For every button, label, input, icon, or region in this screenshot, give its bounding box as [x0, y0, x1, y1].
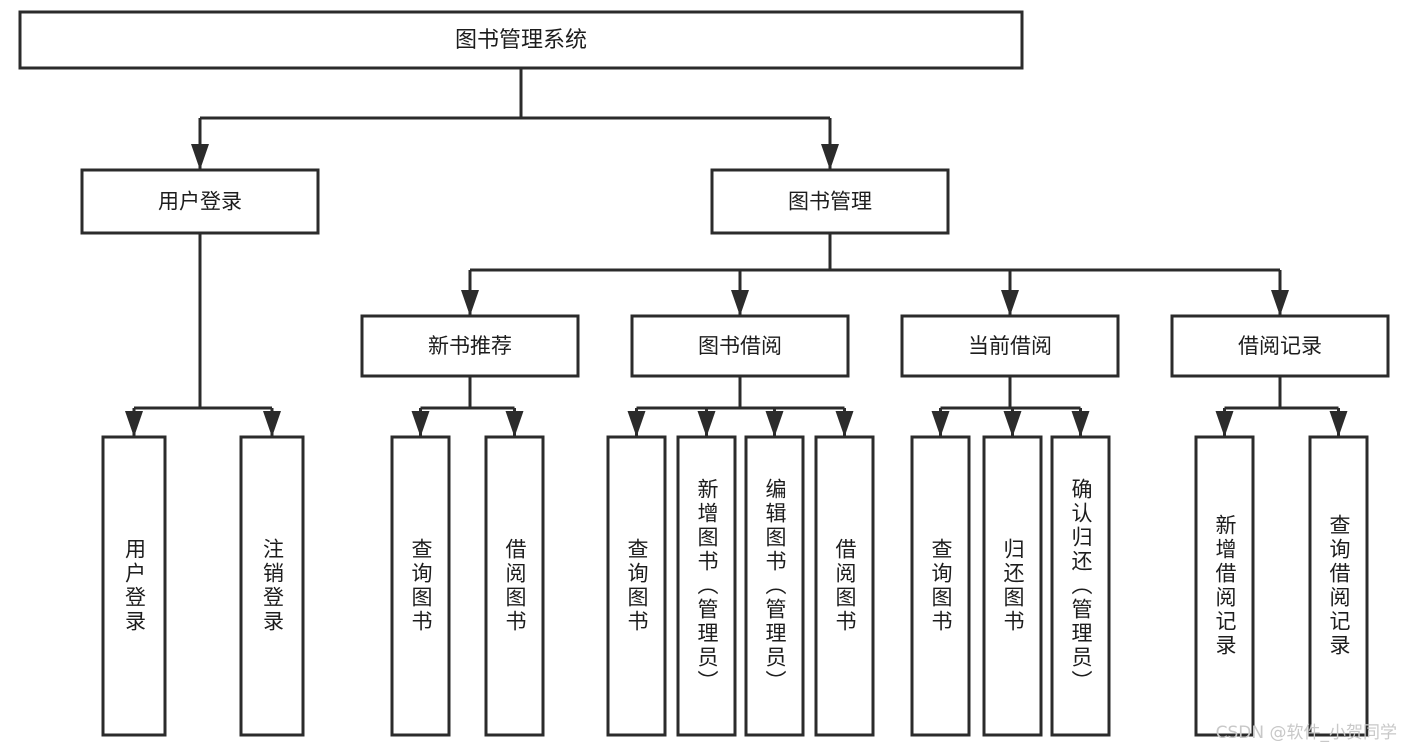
node-box-leaf-borrow-3[interactable] — [744, 435, 805, 737]
arrow-head-icon — [821, 144, 839, 170]
node-box-leaf-borrow-4[interactable] — [814, 435, 875, 737]
node-box-leaf-borrow-1[interactable] — [606, 435, 667, 737]
node-box-newbook[interactable] — [360, 314, 580, 378]
arrow-head-icon — [1071, 411, 1090, 437]
edge-layer — [125, 68, 1348, 437]
arrow-head-icon — [931, 411, 950, 437]
node-box-leaf-login-2[interactable] — [239, 435, 305, 737]
node-label-current: 当前借阅 — [968, 334, 1052, 358]
node-box-root[interactable] — [18, 10, 1024, 70]
arrow-head-icon — [411, 411, 430, 437]
csdn-watermark: CSDN @软件_小贺同学 — [1215, 723, 1397, 743]
node-label-bookmgmt: 图书管理 — [788, 190, 872, 214]
node-box-leaf-cur-3[interactable] — [1050, 435, 1111, 737]
arrow-head-icon — [835, 411, 854, 437]
node-box-leaf-rec-2[interactable] — [1308, 435, 1369, 737]
box-layer — [18, 10, 1390, 737]
arrow-head-icon — [1329, 411, 1348, 437]
node-label-record: 借阅记录 — [1238, 334, 1322, 358]
arrow-head-icon — [731, 290, 749, 316]
arrow-head-icon — [1271, 290, 1289, 316]
arrow-head-icon — [191, 144, 209, 170]
node-box-current[interactable] — [900, 314, 1120, 378]
arrow-head-icon — [697, 411, 716, 437]
arrow-head-icon — [1001, 290, 1019, 316]
node-box-leaf-new-1[interactable] — [390, 435, 451, 737]
node-label-newbook: 新书推荐 — [428, 334, 512, 358]
node-label-root: 图书管理系统 — [455, 28, 587, 53]
arrow-head-icon — [263, 411, 281, 437]
node-box-leaf-cur-2[interactable] — [982, 435, 1043, 737]
arrow-head-icon — [765, 411, 784, 437]
node-box-bookmgmt[interactable] — [710, 168, 950, 235]
arrow-head-icon — [1215, 411, 1234, 437]
node-box-leaf-cur-1[interactable] — [910, 435, 971, 737]
node-label-borrow: 图书借阅 — [698, 334, 782, 358]
node-box-leaf-login-1[interactable] — [101, 435, 167, 737]
arrow-head-icon — [125, 411, 143, 437]
node-box-leaf-new-2[interactable] — [484, 435, 545, 737]
node-box-record[interactable] — [1170, 314, 1390, 378]
arrow-head-icon — [505, 411, 524, 437]
node-box-borrow[interactable] — [630, 314, 850, 378]
arrow-head-icon — [627, 411, 646, 437]
node-box-login[interactable] — [80, 168, 320, 235]
node-box-leaf-rec-1[interactable] — [1194, 435, 1255, 737]
arrow-head-icon — [461, 290, 479, 316]
arrow-head-icon — [1003, 411, 1022, 437]
node-label-login: 用户登录 — [158, 190, 242, 214]
node-box-leaf-borrow-2[interactable] — [676, 435, 737, 737]
